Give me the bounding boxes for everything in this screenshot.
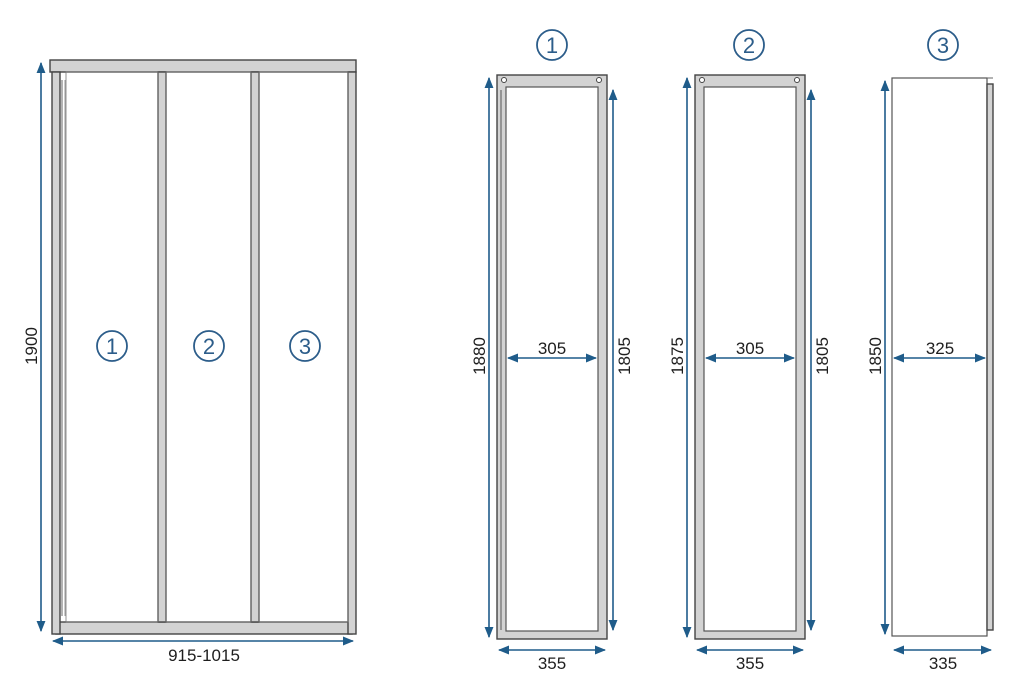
panel-1-glass xyxy=(505,86,599,632)
panel-3-height-label: 1850 xyxy=(866,337,885,375)
panel-1-view: 1 1880 1805 305 355 xyxy=(470,29,634,673)
assembly-top-rail xyxy=(49,59,357,73)
panel-2-inner-width-label: 305 xyxy=(736,339,764,358)
panel-1-outer-height-label: 1880 xyxy=(470,337,489,375)
svg-text:3: 3 xyxy=(937,33,949,58)
assembly-bottom-rail xyxy=(55,621,353,635)
assembly-left-profile xyxy=(51,71,61,635)
panel-2-view: 2 1875 1805 305 355 xyxy=(668,29,832,673)
panel-1-outer-width-label: 355 xyxy=(538,654,566,673)
panel-3-edge-profile xyxy=(986,83,994,631)
assembly-height-label: 1900 xyxy=(22,327,41,365)
svg-text:2: 2 xyxy=(203,334,215,359)
svg-text:3: 3 xyxy=(299,334,311,359)
assembly-panel-number-2: 2 xyxy=(193,330,225,362)
panel-3-view: 3 1850 325 335 xyxy=(866,29,994,673)
panel-2-outer-height-label: 1875 xyxy=(668,337,687,375)
assembly-divider-2 xyxy=(250,71,260,623)
panel-2-number: 2 xyxy=(733,29,765,61)
panel-1-inner-width-label: 305 xyxy=(538,339,566,358)
assembly-panel-number-3: 3 xyxy=(289,330,321,362)
assembly-divider-1 xyxy=(157,71,167,623)
assembly-panel-number-1: 1 xyxy=(96,330,128,362)
panel-1-inner-height-label: 1805 xyxy=(615,337,634,375)
assembly-width-label: 915-1015 xyxy=(168,646,240,665)
panel-2-outer-width-label: 355 xyxy=(736,654,764,673)
svg-text:1: 1 xyxy=(106,334,118,359)
panel-3-outer-width-label: 335 xyxy=(929,654,957,673)
assembly-right-profile xyxy=(347,71,357,635)
panel-3-inner-width-label: 325 xyxy=(926,339,954,358)
panel-1-number: 1 xyxy=(536,29,568,61)
panel-2-glass xyxy=(703,86,797,632)
svg-text:2: 2 xyxy=(743,33,755,58)
svg-text:1: 1 xyxy=(546,33,558,58)
assembly-view: 1 2 3 1900 915-1015 xyxy=(22,59,357,665)
panel-2-inner-height-label: 1805 xyxy=(813,337,832,375)
panel-3-number: 3 xyxy=(927,29,959,61)
